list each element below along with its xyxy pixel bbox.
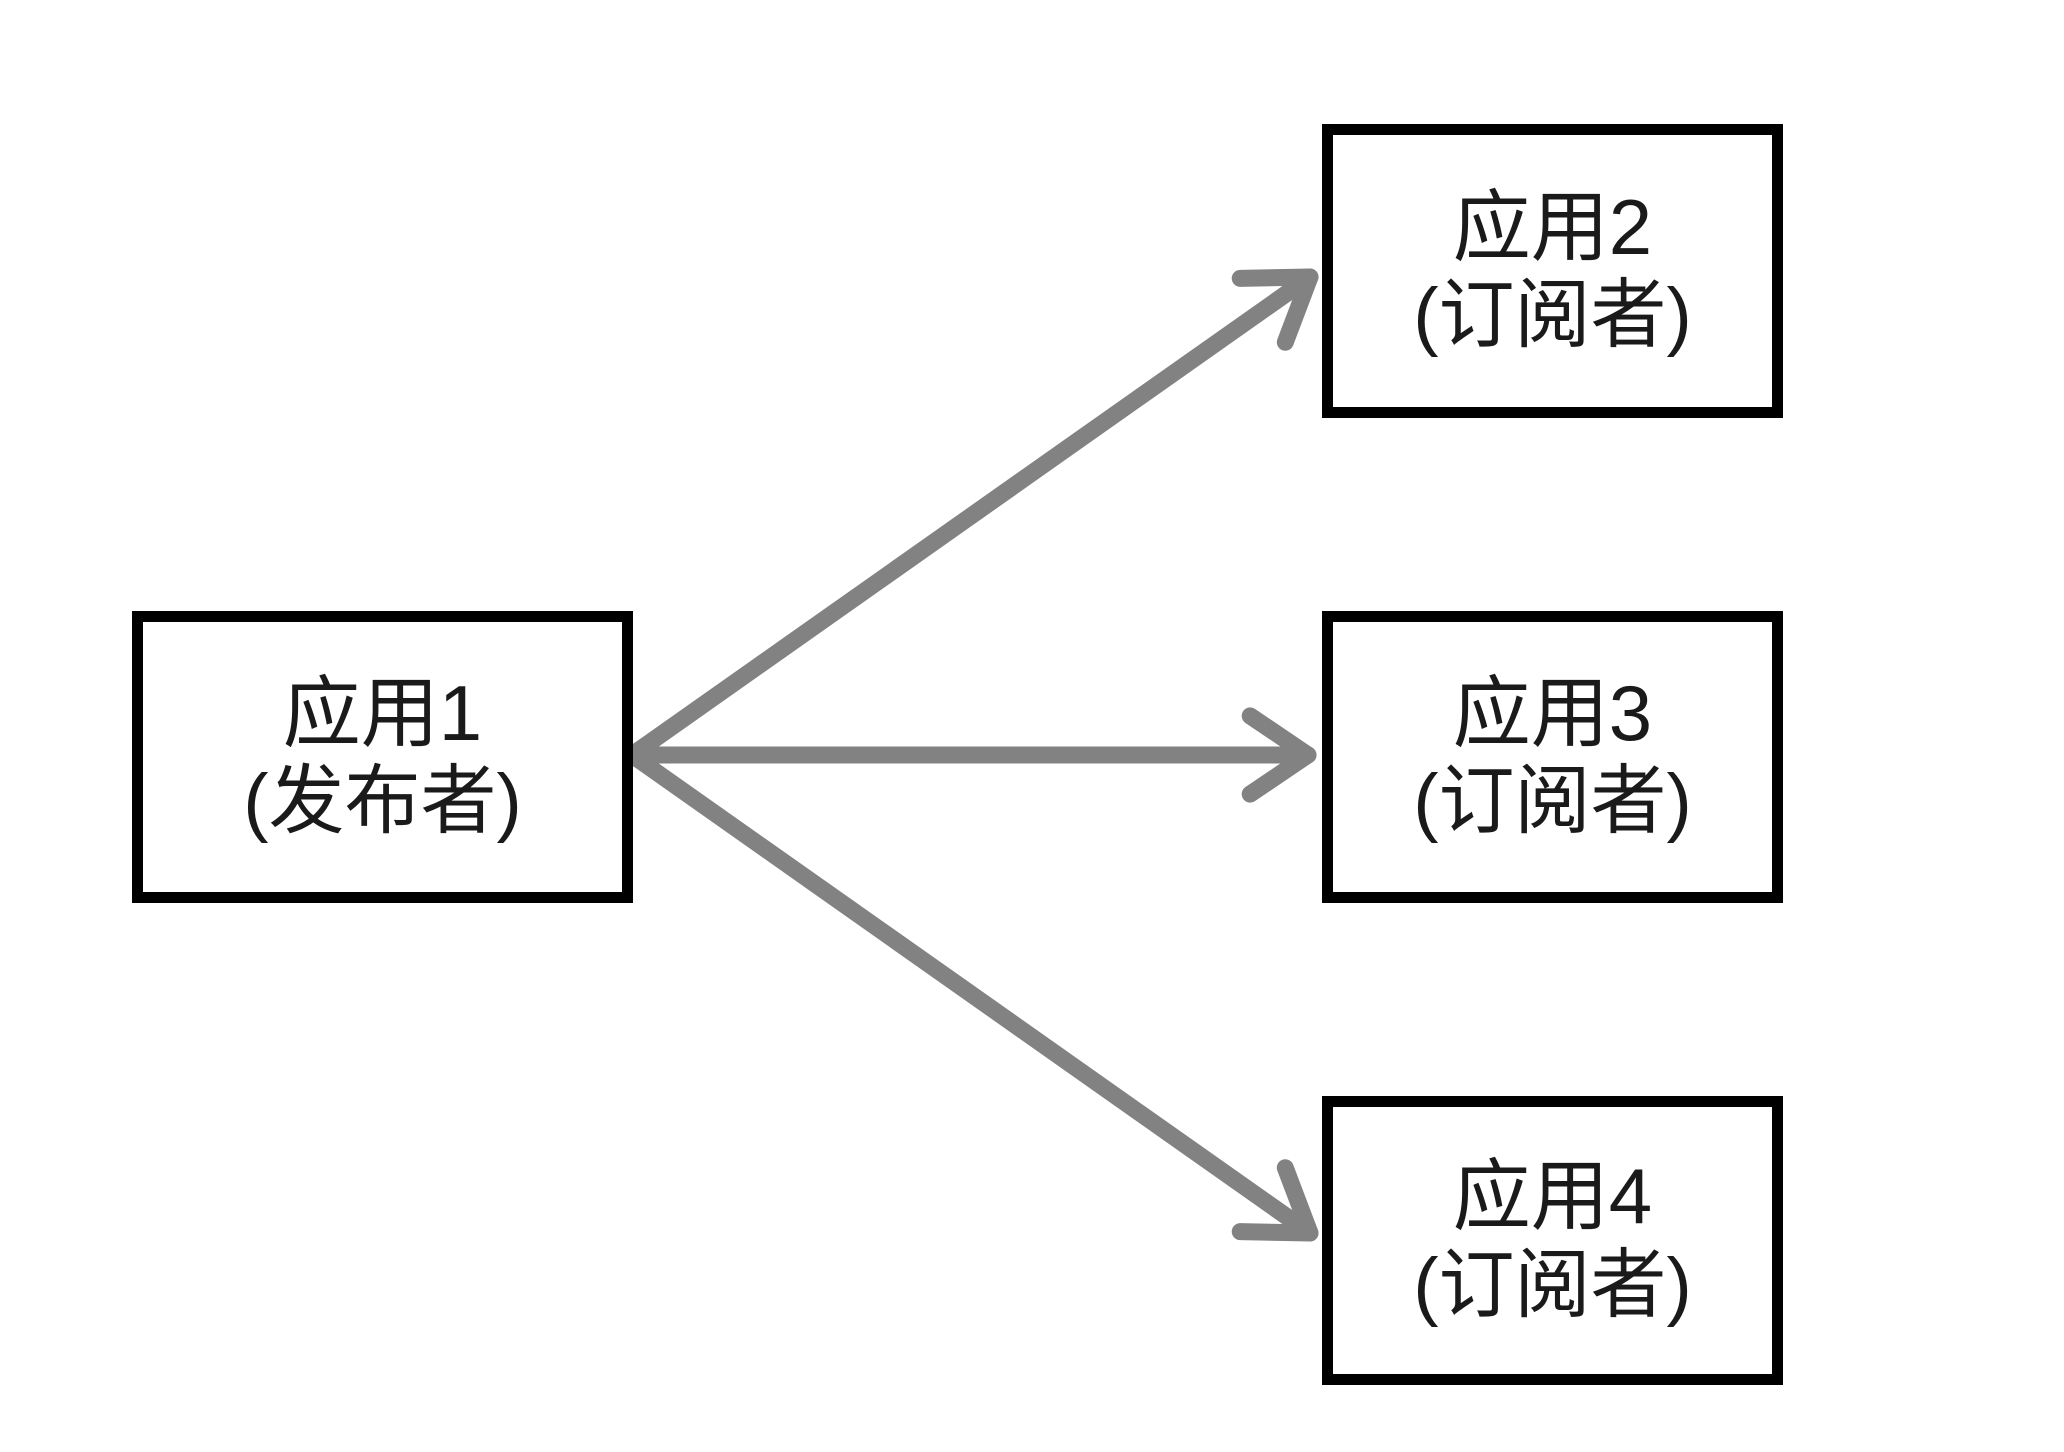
node-subscriber4-subtitle: (订阅者) <box>1413 1242 1692 1328</box>
node-subscriber2-subtitle: (订阅者) <box>1413 273 1692 359</box>
node-subscriber2-title: 应用2 <box>1452 182 1653 271</box>
node-subscriber3-title: 应用3 <box>1452 668 1653 757</box>
node-subscriber4: 应用4 (订阅者) <box>1322 1096 1783 1385</box>
edge-publisher-to-subscriber2 <box>623 268 1319 764</box>
node-subscriber3: 应用3 (订阅者) <box>1322 611 1783 903</box>
node-publisher: 应用1 (发布者) <box>132 611 633 903</box>
node-publisher-title: 应用1 <box>282 668 483 757</box>
node-subscriber4-title: 应用4 <box>1452 1152 1653 1241</box>
edge-publisher-to-subscriber4 <box>623 746 1319 1242</box>
node-subscriber2: 应用2 (订阅者) <box>1322 124 1783 418</box>
node-subscriber3-subtitle: (订阅者) <box>1413 759 1692 845</box>
node-publisher-subtitle: (发布者) <box>243 759 522 845</box>
